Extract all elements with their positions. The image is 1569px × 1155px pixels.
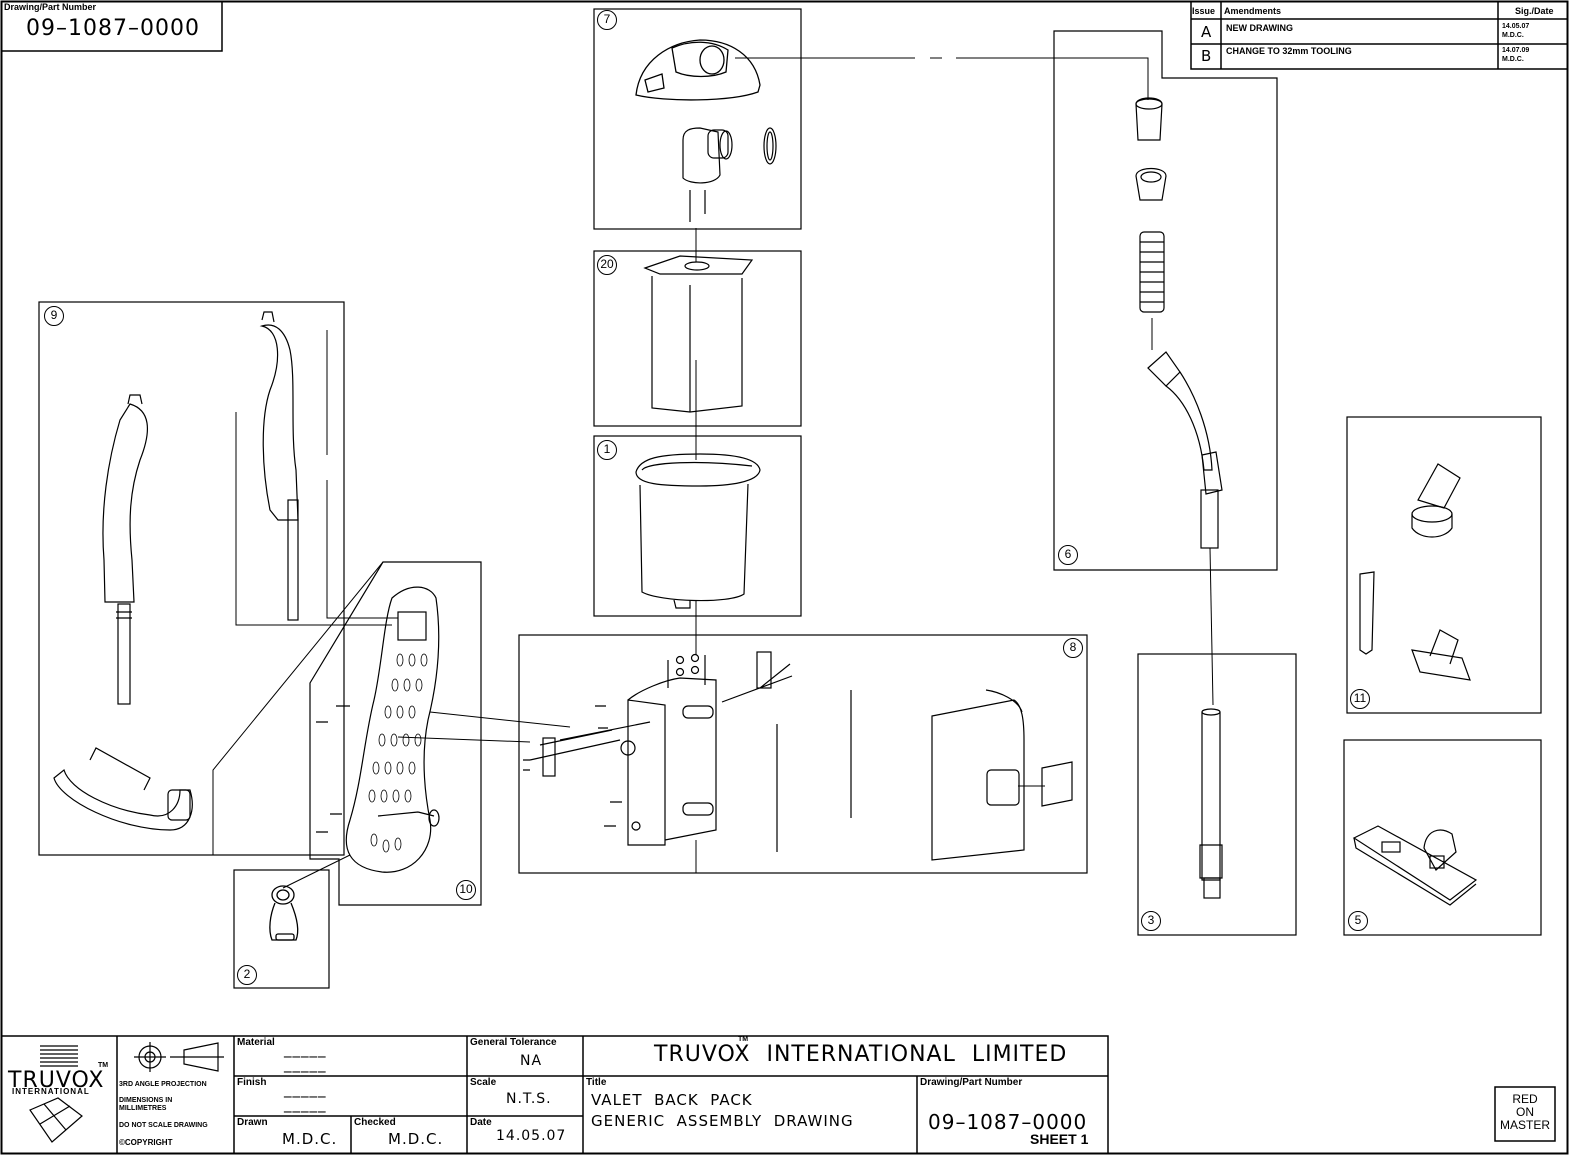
finish-label: Finish <box>237 1077 267 1088</box>
revision-sig-b: M.D.C. <box>1502 56 1524 63</box>
projection-symbol <box>134 1042 224 1072</box>
part-number-value: 09–1087–0000 <box>928 1110 1088 1134</box>
material-label: Material <box>237 1037 275 1048</box>
part-10-backplate <box>316 586 440 873</box>
dimensions-note: DIMENSIONS IN MILLIMETRES <box>119 1097 173 1112</box>
detail-box-8 <box>518 634 1088 874</box>
part-3-wand <box>1199 708 1223 899</box>
drawing-number-value: 09–1087–0000 <box>26 16 200 41</box>
callout-5: 5 <box>1348 911 1368 931</box>
callout-1: 1 <box>597 440 617 460</box>
tolerance-value: NA <box>520 1053 543 1069</box>
title-line-1: VALET BACK PACK <box>591 1091 753 1109</box>
detail-box-1 <box>593 435 802 617</box>
detail-box-5 <box>1343 739 1542 936</box>
revision-issue-b: B <box>1201 47 1213 65</box>
part-20-filter <box>643 255 754 413</box>
detail-box-6 <box>1053 30 1278 571</box>
revision-amendments-header: Amendments <box>1224 6 1282 16</box>
title-block-grid <box>1 1035 1109 1153</box>
callout-10: 10 <box>456 880 476 900</box>
scale-value: N.T.S. <box>506 1091 552 1107</box>
part-8-cover <box>931 689 1073 861</box>
finish-value: _____ <box>284 1080 327 1098</box>
revision-amendment-a: NEW DRAWING <box>1226 23 1293 33</box>
part-9-strap-right <box>259 311 299 621</box>
connector-lines <box>212 57 1214 889</box>
drawing-number-box <box>1 1 223 52</box>
title-label: Title <box>586 1077 607 1088</box>
revision-sigdate-header: Sig./Date <box>1515 6 1554 16</box>
red-on-master-stamp: RED ON MASTER <box>1495 1093 1555 1132</box>
red-on-master-box <box>1494 1086 1556 1142</box>
copyright-note: ©COPYRIGHT <box>119 1138 173 1147</box>
callout-2: 2 <box>237 965 257 985</box>
company-name: TRUVOX INTERNATIONAL LIMITED <box>654 1042 1068 1067</box>
date-label: Date <box>470 1117 492 1128</box>
callout-9: 9 <box>44 306 64 326</box>
part-11-nozzles <box>1359 463 1471 681</box>
detail-box-11 <box>1346 416 1542 714</box>
logo-text: TRUVOX <box>8 1068 105 1093</box>
part-8-frame <box>523 651 852 852</box>
revision-sig-a: M.D.C. <box>1502 32 1524 39</box>
revision-table-grid <box>1190 1 1568 70</box>
part-2-clip <box>269 885 299 941</box>
part-7-elbow <box>682 127 777 222</box>
logo-tm: TM <box>98 1062 109 1069</box>
date-value: 14.05.07 <box>496 1128 567 1144</box>
revision-date-b: 14.07.09 <box>1502 47 1530 54</box>
finish-value-2: _____ <box>284 1095 327 1113</box>
callout-11: 11 <box>1350 689 1370 709</box>
stamp-line-1: RED <box>1512 1092 1538 1106</box>
revision-amendment-b: CHANGE TO 32mm TOOLING <box>1226 46 1352 56</box>
callout-20: 20 <box>597 255 617 275</box>
part-1-bucket <box>635 453 761 609</box>
detail-box-2 <box>233 869 330 989</box>
revision-date-a: 14.05.07 <box>1502 23 1530 30</box>
detail-box-10 <box>309 561 482 906</box>
truvox-logo-mark <box>29 1045 83 1143</box>
part-number-label: Drawing/Part Number <box>920 1077 1023 1088</box>
stamp-line-3: MASTER <box>1499 1118 1550 1132</box>
company-tm: TM <box>738 1036 749 1043</box>
callout-8: 8 <box>1063 638 1083 658</box>
part-6-hose <box>1135 97 1223 549</box>
part-7-lid <box>635 39 761 101</box>
material-value-2: _____ <box>284 1055 327 1073</box>
drawn-label: Drawn <box>237 1117 268 1128</box>
sheet-number: SHEET 1 <box>1030 1131 1089 1147</box>
part-9-belt <box>53 747 193 831</box>
checked-label: Checked <box>354 1117 396 1128</box>
logo-subtext: INTERNATIONAL <box>12 1087 90 1096</box>
stamp-line-2: ON <box>1516 1105 1534 1119</box>
do-not-scale-note: DO NOT SCALE DRAWING <box>119 1122 208 1129</box>
callout-6: 6 <box>1058 545 1078 565</box>
detail-box-3 <box>1137 653 1297 936</box>
scale-label: Scale <box>470 1077 497 1088</box>
revision-issue-a: A <box>1201 23 1213 41</box>
title-line-2: GENERIC ASSEMBLY DRAWING <box>591 1112 854 1130</box>
detail-box-20 <box>593 250 802 427</box>
drawn-value: M.D.C. <box>282 1130 338 1148</box>
drawing-number-label: Drawing/Part Number <box>4 2 97 12</box>
revision-issue-header: Issue <box>1192 6 1216 16</box>
callout-3: 3 <box>1141 911 1161 931</box>
detail-box-9 <box>38 301 345 856</box>
checked-value: M.D.C. <box>388 1130 444 1148</box>
detail-box-7 <box>593 8 802 230</box>
projection-note: 3RD ANGLE PROJECTION <box>119 1081 207 1088</box>
material-value: _____ <box>284 1040 327 1058</box>
callout-7: 7 <box>597 10 617 30</box>
part-5-floor-tool <box>1352 825 1478 906</box>
part-9-strap-left <box>102 394 148 705</box>
tolerance-label: General Tolerance <box>470 1037 557 1048</box>
